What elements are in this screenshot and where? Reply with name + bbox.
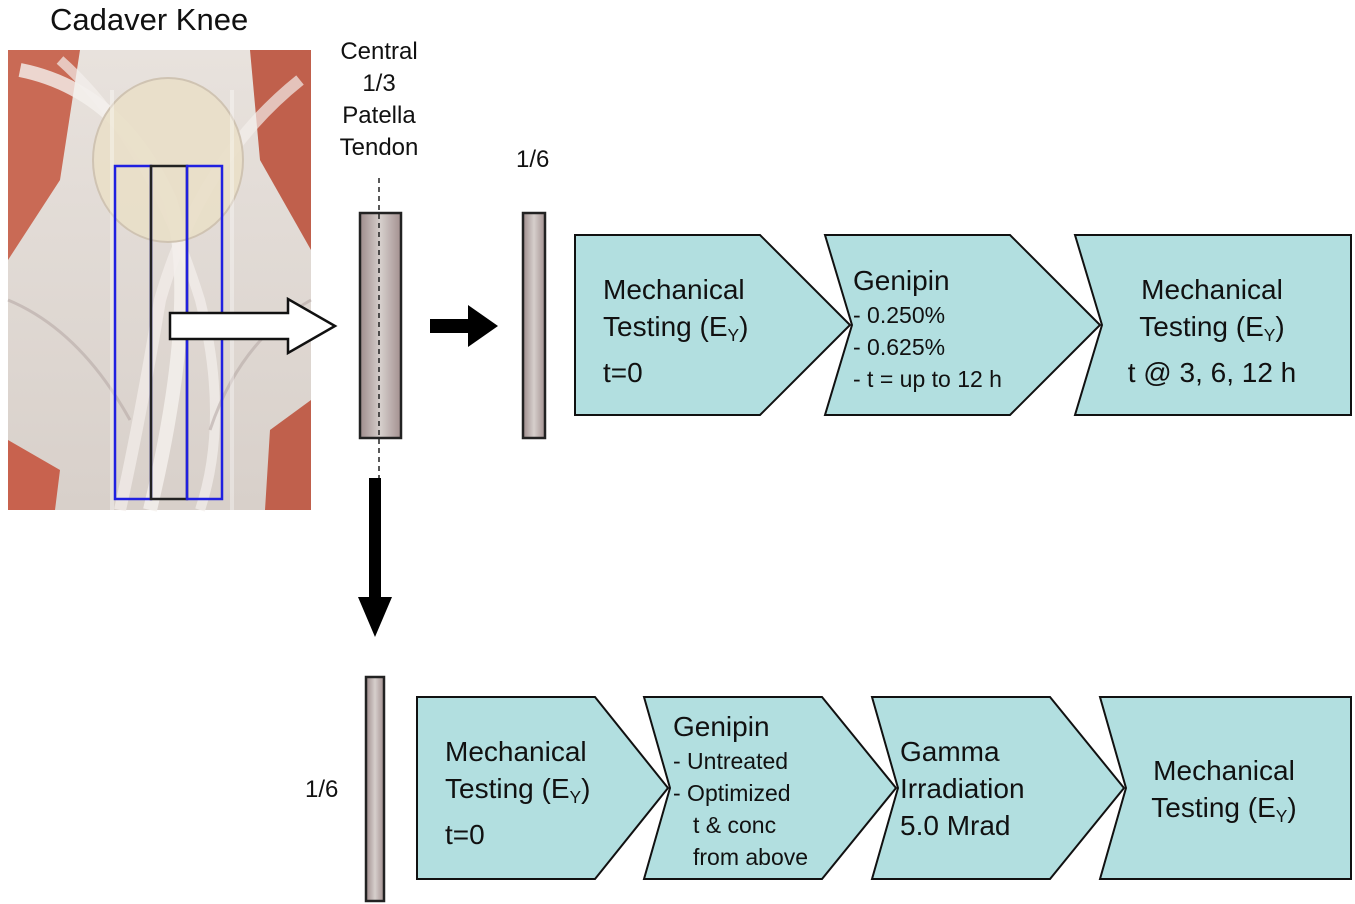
step-line: Testing (EY)	[1118, 308, 1306, 354]
genipin-item: from above	[673, 841, 808, 873]
top-step-3-text: Mechanical Testing (EY) t @ 3, 6, 12 h	[1118, 271, 1306, 391]
genipin-item: t & conc	[673, 809, 808, 841]
central-label-line: Central	[330, 36, 428, 68]
step-line: Testing (EY)	[445, 770, 590, 816]
modulus-subscript: Y	[570, 787, 582, 807]
sixth-label-top: 1/6	[516, 146, 549, 174]
step-line: t @ 3, 6, 12 h	[1118, 354, 1306, 391]
testing-suffix: )	[739, 311, 748, 342]
testing-prefix: Testing (E	[445, 773, 570, 804]
step-line: Mechanical	[1118, 271, 1306, 308]
black-arrow-right	[430, 305, 498, 347]
genipin-title: Genipin	[673, 708, 808, 745]
bottom-step-2-text: Genipin - Untreated - Optimized t & conc…	[673, 708, 808, 873]
modulus-subscript: Y	[1276, 806, 1288, 826]
step-line: Testing (EY)	[603, 308, 748, 354]
modulus-subscript: Y	[1264, 325, 1276, 345]
black-arrow-down	[358, 478, 392, 637]
bottom-step-3-text: Gamma Irradiation 5.0 Mrad	[900, 733, 1025, 844]
central-third-label: Central 1/3 Patella Tendon	[330, 36, 428, 164]
testing-prefix: Testing (E	[1151, 792, 1276, 823]
genipin-item: - Untreated	[673, 745, 808, 777]
testing-suffix: )	[1275, 311, 1284, 342]
bottom-step-1-text: Mechanical Testing (EY) t=0	[445, 733, 590, 853]
step-line: Mechanical	[1134, 752, 1314, 789]
testing-prefix: Testing (E	[1139, 311, 1264, 342]
step-line: t=0	[603, 354, 748, 391]
step-line: Mechanical	[603, 271, 748, 308]
knee-title: Cadaver Knee	[50, 2, 248, 38]
step-line: Gamma	[900, 733, 1025, 770]
genipin-item: - 0.625%	[853, 331, 1002, 363]
top-step-2-text: Genipin - 0.250% - 0.625% - t = up to 12…	[853, 262, 1002, 395]
testing-suffix: )	[581, 773, 590, 804]
central-label-line: Tendon	[330, 132, 428, 164]
testing-suffix: )	[1287, 792, 1296, 823]
step-line: Irradiation	[900, 770, 1025, 807]
tendon-sixth-strip-bottom	[366, 677, 384, 901]
step-line: Mechanical	[445, 733, 590, 770]
central-label-line: 1/3	[330, 68, 428, 100]
central-tendon-strip	[360, 213, 401, 438]
genipin-title: Genipin	[853, 262, 1002, 299]
genipin-item: - 0.250%	[853, 299, 1002, 331]
top-step-1-text: Mechanical Testing (EY) t=0	[603, 271, 748, 391]
genipin-item: - t = up to 12 h	[853, 363, 1002, 395]
step-line: Testing (EY)	[1134, 789, 1314, 835]
step-line: t=0	[445, 816, 590, 853]
modulus-subscript: Y	[728, 325, 740, 345]
tendon-sixth-strip-top	[523, 213, 545, 438]
step-line: 5.0 Mrad	[900, 807, 1025, 844]
genipin-item: - Optimized	[673, 777, 808, 809]
testing-prefix: Testing (E	[603, 311, 728, 342]
bottom-step-4-text: Mechanical Testing (EY)	[1134, 752, 1314, 835]
central-label-line: Patella	[330, 100, 428, 132]
cadaver-knee-image	[8, 50, 311, 510]
sixth-label-bottom: 1/6	[305, 776, 338, 804]
